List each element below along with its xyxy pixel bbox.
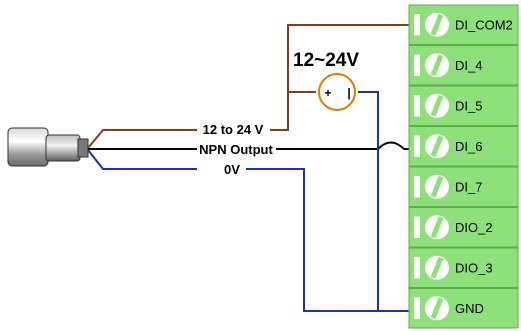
terminal-label: DI_4 [455,58,482,73]
terminal-di-4: DI_4 [408,45,519,86]
supply-plus-sign: + [324,86,331,100]
terminal-label: DI_COM2 [455,17,513,32]
screw-slot-icon [430,256,444,279]
terminal-label: DIO_2 [455,220,493,235]
ground-wire-label: 0V [224,162,240,177]
supply-circle [318,73,356,111]
terminal-di-5: DI_5 [408,85,519,126]
terminal-contact [414,216,420,238]
terminal-di-6: DI_6 [408,126,519,167]
signal-wire-label: NPN Output [199,142,273,157]
screw-slot-icon [430,94,444,117]
terminal-label: DI_6 [455,139,482,154]
terminal-contact [414,297,420,319]
screw-slot-icon [430,216,444,239]
screw-slot-icon [430,54,444,77]
supply-voltage-label: 12~24V [293,50,359,71]
screw-slot-icon [430,135,444,158]
terminal-contact [414,14,420,36]
sensor-nose [77,138,89,158]
ground-wire [87,91,409,312]
supply-wire [87,24,409,149]
terminal-gnd: GND [408,288,519,329]
terminal-contact [414,257,420,279]
screw-slot-icon [430,13,444,36]
terminal-dio-3: DIO_3 [408,247,519,288]
terminal-label: GND [455,301,484,316]
screw-slot-icon [430,297,444,320]
power-supply: + | 12~24V [293,50,359,111]
terminal-contact [414,135,420,157]
terminal-contact [414,54,420,76]
terminal-contact [414,176,420,198]
sensor-body [7,127,49,167]
terminal-background [408,166,519,207]
terminal-contact [414,95,420,117]
npn-sensor [7,127,89,167]
supply-minus-sign: | [347,86,350,100]
terminal-di-7: DI_7 [408,166,519,207]
terminal-label: DI_7 [455,179,482,194]
terminal-di-com2: DI_COM2 [408,4,519,45]
signal-wire [88,141,409,150]
supply-wire-label: 12 to 24 V [203,122,264,137]
sensor-cap [45,134,81,162]
screw-slot-icon [430,175,444,198]
terminal-label: DI_5 [455,98,482,113]
terminal-label: DIO_3 [455,260,493,275]
terminal-dio-2: DIO_2 [408,207,519,248]
